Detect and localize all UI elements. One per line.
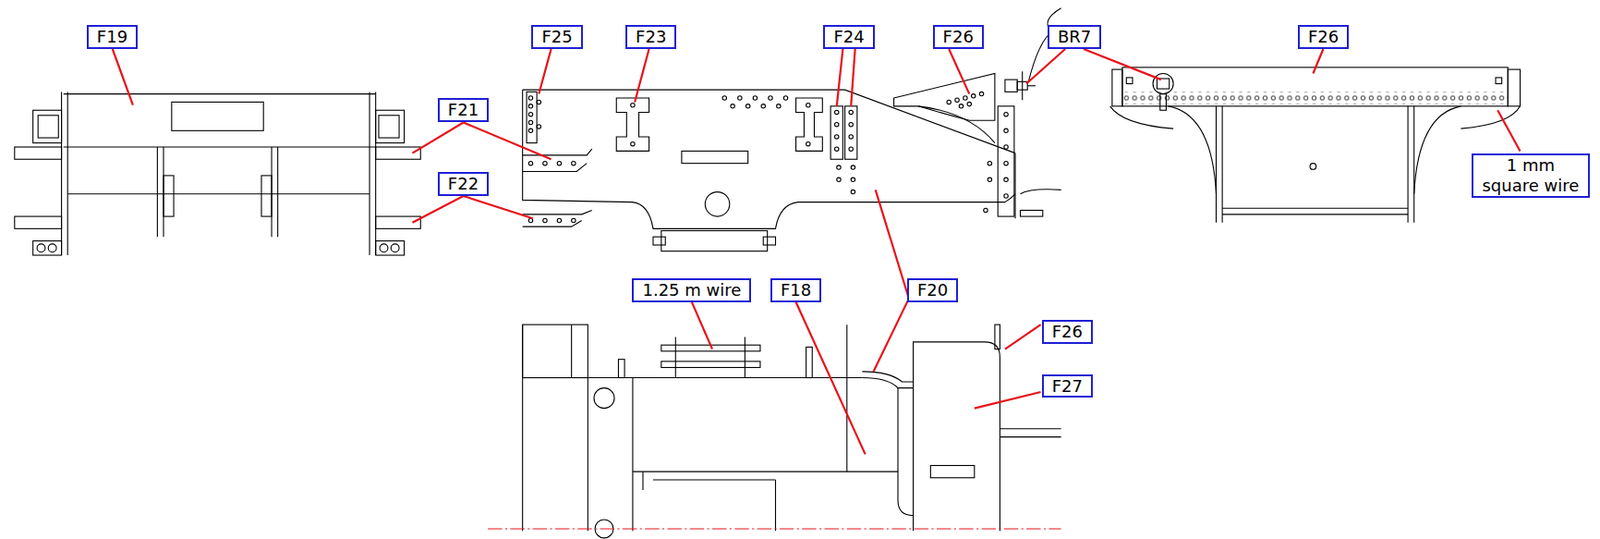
callout-box: F22 xyxy=(437,171,489,196)
callout-label: F18 xyxy=(780,279,812,301)
callout-box: F23 xyxy=(625,24,677,49)
callout-label: BR7 xyxy=(1057,26,1091,48)
callout-label: F19 xyxy=(96,26,128,48)
callout-box: 1.25 m wire xyxy=(631,278,752,303)
callout-label: 1.25 m wire xyxy=(642,279,741,301)
callout-box: F26 xyxy=(1297,24,1349,49)
callout-box: F18 xyxy=(770,278,822,303)
callout-label: F23 xyxy=(635,26,667,48)
callout-label: F26 xyxy=(1308,26,1339,48)
callout-label: F26 xyxy=(943,26,974,48)
callout-label: 1 mm square wire xyxy=(1481,155,1580,195)
callout-box: F25 xyxy=(531,24,582,49)
callout-box: 1 mm square wire xyxy=(1471,153,1590,197)
callout-label: F22 xyxy=(448,173,479,194)
callout-label: F26 xyxy=(1052,321,1083,342)
callout-label: F24 xyxy=(833,26,864,48)
callout-box: F21 xyxy=(437,97,489,122)
callout-label: F20 xyxy=(917,279,948,301)
callout-box: F26 xyxy=(1042,319,1093,344)
callout-box: F27 xyxy=(1042,374,1093,399)
callout-label: F27 xyxy=(1052,375,1083,397)
callout-box: F19 xyxy=(86,24,138,49)
callout-box: F26 xyxy=(933,24,984,49)
callout-label: F21 xyxy=(448,99,479,121)
callout-label: F25 xyxy=(541,26,572,48)
callout-box: BR7 xyxy=(1047,24,1102,49)
callout-box: F20 xyxy=(907,278,958,303)
callout-box: F24 xyxy=(823,24,874,49)
